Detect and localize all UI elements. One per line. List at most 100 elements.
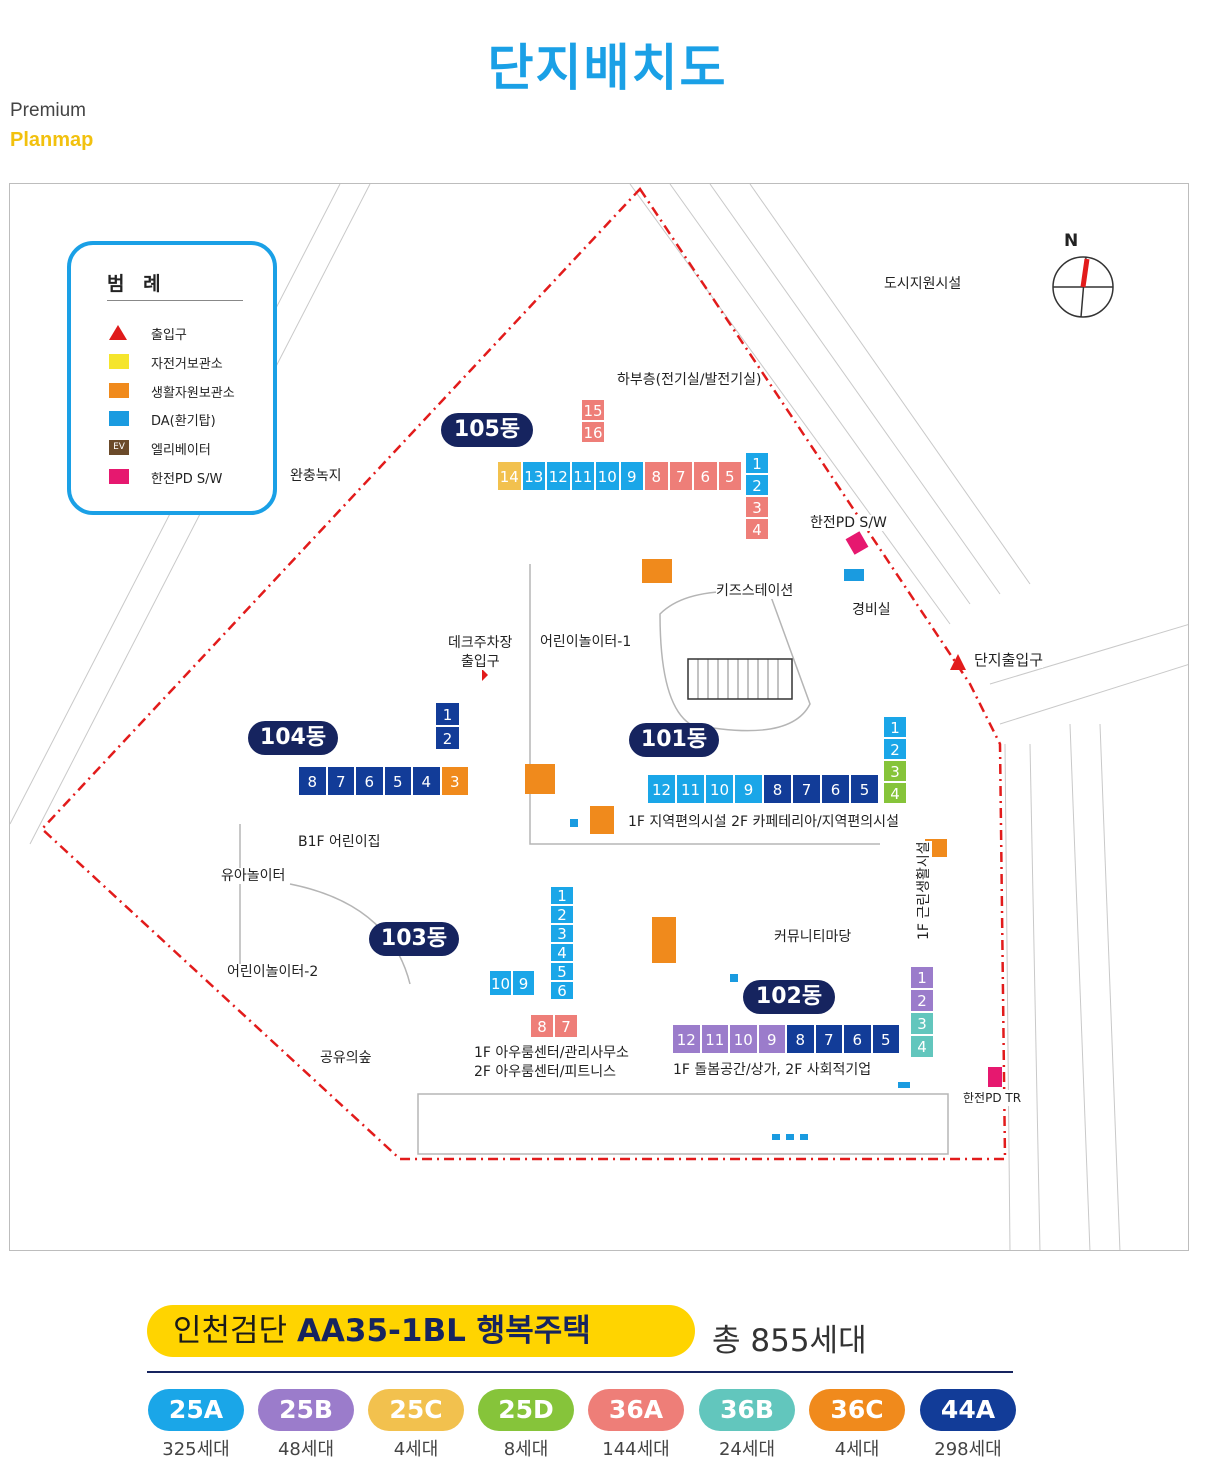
- roads: [239, 564, 949, 1155]
- unit-103: 4: [550, 943, 574, 962]
- label-basement: 하부층(전기실/발전기실): [617, 372, 762, 388]
- unit-104: 5: [383, 766, 412, 796]
- unit-104: 3: [440, 766, 469, 796]
- unit-101: 1: [883, 716, 907, 738]
- legend-item-label: 한전PD S/W: [151, 472, 223, 487]
- label-community-yard: 커뮤니티마당: [774, 929, 852, 945]
- unit-type-count: 325세대: [162, 1439, 230, 1460]
- subtitle-premium: Premium: [10, 100, 87, 121]
- label-shared-forest: 공유의숲: [320, 1050, 372, 1066]
- building-102-label: 102동: [743, 980, 835, 1014]
- unit-105: 5: [717, 461, 742, 491]
- label-103-center-2f: 2F 아우룸센터/피트니스: [474, 1064, 617, 1080]
- recycling-triangle-icon: [642, 559, 672, 583]
- unit-105: 1: [745, 452, 769, 474]
- recycling-triangle-icon: [525, 764, 555, 794]
- unit-102: 9: [757, 1024, 786, 1054]
- label-101-facilities: 1F 지역편의시설 2F 카페테리아/지역편의시설: [628, 814, 899, 830]
- building-104-label: 104동: [248, 721, 338, 755]
- unit-type-pill: 36C: [809, 1389, 905, 1431]
- complex-name-pill: 인천검단 AA35-1BL 행복주택: [147, 1305, 695, 1357]
- unit-102: 2: [910, 989, 934, 1012]
- central-deck-grid: [697, 659, 779, 699]
- legend-item-label: 자전거보관소: [151, 357, 223, 372]
- legend-item: EV 엘리베이터: [109, 438, 269, 458]
- total-households: 총 855세대: [712, 1323, 867, 1359]
- unit-type-count: 298세대: [934, 1439, 1002, 1460]
- unit-105: 6: [693, 461, 718, 491]
- unit-type-pill: 44A: [920, 1389, 1016, 1431]
- ventilation-icon: [844, 569, 864, 581]
- unit-105: 2: [745, 474, 769, 496]
- subtitle-planmap: Planmap: [10, 129, 94, 151]
- unit-103: 6: [550, 981, 574, 1000]
- unit-103: 7: [554, 1014, 578, 1038]
- unit-104: 7: [326, 766, 355, 796]
- recycling-icons: [525, 559, 947, 963]
- legend-item-label: 엘리베이터: [151, 443, 211, 458]
- complex-name-bold: AA35-1BL 행복주택: [296, 1313, 591, 1349]
- label-b1-daycare: B1F 어린이집: [298, 834, 381, 850]
- ventilation-icon: [109, 411, 129, 426]
- compass-needle: [1080, 258, 1090, 288]
- legend-item: 생활자원보관소: [109, 381, 269, 401]
- unit-type-pill: 25D: [478, 1389, 574, 1431]
- recycling-triangle-icon: [109, 383, 129, 398]
- site-boundary: [40, 186, 1007, 1161]
- unit-101: 10: [705, 774, 734, 804]
- legend-item-label: DA(환기탑): [151, 414, 216, 429]
- unit-type-count: 144세대: [602, 1439, 670, 1460]
- unit-type-count: 8세대: [503, 1439, 549, 1460]
- unit-105: 14: [497, 461, 522, 491]
- unit-type-pill: 36B: [699, 1389, 795, 1431]
- unit-102: 7: [814, 1024, 843, 1054]
- unit-105: 13: [521, 461, 546, 491]
- unit-101: 6: [821, 774, 850, 804]
- power-switch-icon: [109, 469, 129, 484]
- unit-102: 6: [843, 1024, 872, 1054]
- label-102-neighborhood: 1F 근린생활시설: [916, 841, 932, 940]
- label-playground-1: 어린이놀이터-1: [540, 634, 632, 650]
- unit-101: 11: [676, 774, 705, 804]
- unit-103: 9: [512, 970, 535, 996]
- unit-102: 1: [910, 966, 934, 989]
- unit-type-pill: 25A: [148, 1389, 244, 1431]
- unit-102: 11: [700, 1024, 729, 1054]
- unit-105: 3: [745, 496, 769, 518]
- unit-103: 10: [489, 970, 512, 996]
- legend-item: 한전PD S/W: [109, 467, 269, 487]
- unit-105: 11: [570, 461, 595, 491]
- unit-101: 3: [883, 760, 907, 782]
- unit-102: 12: [672, 1024, 701, 1054]
- legend-item-label: 출입구: [151, 328, 187, 343]
- recycling-triangle-icon: [590, 806, 614, 834]
- unit-105: 7: [668, 461, 693, 491]
- unit-type-count: 24세대: [718, 1439, 776, 1460]
- label-103-center-1f: 1F 아우룸센터/관리사무소: [474, 1045, 629, 1061]
- map-canvas: [10, 184, 1188, 1250]
- unit-101: 5: [850, 774, 879, 804]
- ventilation-icon: [800, 1134, 808, 1140]
- unit-103: 5: [550, 962, 574, 981]
- label-hanjeon-tr: 한전PD TR: [963, 1090, 1022, 1106]
- elevator-icon: EV: [109, 440, 129, 455]
- unit-105: 10: [595, 461, 620, 491]
- unit-101: 9: [734, 774, 763, 804]
- legend-item: DA(환기탑): [109, 409, 269, 429]
- legend-item: 출입구: [109, 323, 269, 343]
- page-title: 단지배치도: [487, 39, 728, 97]
- unit-105: 16: [581, 421, 605, 443]
- ventilation-icon: [730, 974, 738, 982]
- unit-104: 8: [298, 766, 327, 796]
- deck-entrance-triangle-icon: [482, 669, 488, 681]
- label-buffer-green: 완충녹지: [290, 468, 342, 484]
- unit-type-count: 4세대: [393, 1439, 439, 1460]
- unit-105: 9: [619, 461, 644, 491]
- unit-104: 2: [435, 726, 460, 750]
- unit-105: 8: [644, 461, 669, 491]
- central-deck: [687, 658, 793, 700]
- unit-104: 1: [435, 702, 460, 726]
- label-playground-2: 어린이놀이터-2: [227, 964, 319, 980]
- rail-tracks: [10, 184, 1188, 1250]
- label-hanjeon-sw: 한전PD S/W: [810, 515, 887, 531]
